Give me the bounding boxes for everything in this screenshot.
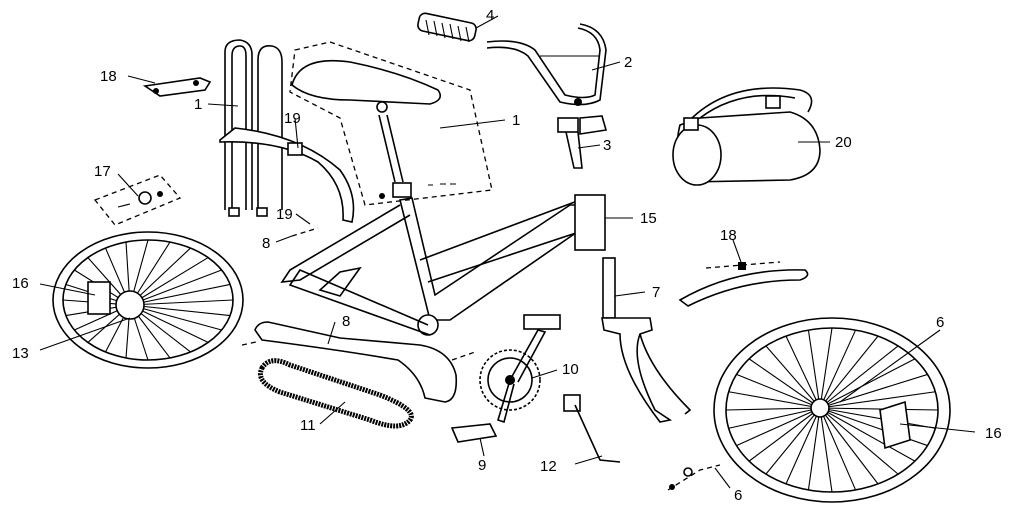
saddle-assembly xyxy=(289,41,493,206)
label-stem: 3 xyxy=(603,137,611,154)
spoke xyxy=(819,391,936,409)
leader-lines xyxy=(39,15,976,489)
washer-line xyxy=(291,227,319,237)
spoke xyxy=(819,407,857,491)
label-bolt-rear: 8 xyxy=(262,235,270,252)
bracket xyxy=(142,77,212,97)
spoke xyxy=(129,257,209,306)
spoke xyxy=(728,391,821,409)
label-chain-guard: 8 xyxy=(342,313,350,330)
spoke xyxy=(728,407,821,429)
bag xyxy=(672,87,821,186)
spoke xyxy=(819,407,928,447)
spoke xyxy=(129,269,222,306)
label-fork: 7 xyxy=(652,284,660,301)
label-crank: 10 xyxy=(562,361,579,378)
spoke xyxy=(819,407,879,485)
spoke xyxy=(819,407,899,475)
spoke xyxy=(785,407,821,485)
stem xyxy=(557,115,608,169)
rear-wheel xyxy=(52,231,244,369)
chain-guard xyxy=(241,321,476,403)
label-kickstand-guard: 1 xyxy=(194,96,202,113)
crank xyxy=(479,314,561,424)
label-front-wheel: 6 xyxy=(936,314,944,331)
spoke xyxy=(765,407,821,475)
frame xyxy=(280,194,606,336)
spoke xyxy=(819,373,928,409)
label-axle-parts: 6 xyxy=(734,487,742,504)
handlebar xyxy=(486,23,607,106)
spoke xyxy=(819,407,939,411)
spoke xyxy=(819,335,879,409)
spoke xyxy=(819,345,899,409)
label-front-fender: 18 xyxy=(720,227,737,244)
label-chain: 11 xyxy=(300,417,316,434)
front-fender xyxy=(678,261,809,307)
spoke xyxy=(748,407,821,462)
kickstand xyxy=(563,394,621,463)
chain xyxy=(258,358,414,429)
pedal xyxy=(450,423,498,443)
label-handlebar: 2 xyxy=(624,54,632,71)
spoke xyxy=(819,327,833,409)
hardware xyxy=(93,174,182,226)
label-reflector-rear: 16 xyxy=(12,275,29,292)
label-pedal: 9 xyxy=(478,457,486,474)
spoke xyxy=(129,304,231,317)
spoke xyxy=(736,373,821,409)
rear-guard xyxy=(219,39,355,223)
spoke xyxy=(129,283,231,306)
label-bag: 20 xyxy=(835,134,852,151)
label-rear-hub: 13 xyxy=(12,345,29,362)
grip xyxy=(417,12,477,43)
spoke xyxy=(765,345,821,409)
label-kickstand: 12 xyxy=(540,458,557,475)
spoke xyxy=(748,358,821,409)
label-frame-inset: 1 xyxy=(512,112,520,129)
spoke xyxy=(819,329,857,409)
spoke xyxy=(807,407,821,491)
label-reflector-front: 16 xyxy=(985,425,1002,442)
label-hardware: 17 xyxy=(94,163,111,180)
front-wheel xyxy=(713,317,951,503)
spoke xyxy=(129,299,234,306)
spoke xyxy=(785,335,821,409)
spoke xyxy=(129,304,222,331)
spoke xyxy=(819,407,936,429)
label-washer: 19 xyxy=(276,206,293,223)
spoke xyxy=(819,358,916,409)
spoke xyxy=(819,407,916,462)
axle-parts xyxy=(667,464,721,491)
spoke xyxy=(819,407,833,493)
label-clamp: 19 xyxy=(284,110,301,127)
label-frame: 15 xyxy=(640,210,657,227)
spoke xyxy=(725,407,821,411)
spoke xyxy=(736,407,821,447)
spoke xyxy=(807,329,821,409)
label-bracket: 18 xyxy=(100,68,117,85)
label-grip: 4 xyxy=(486,7,494,24)
fork xyxy=(601,257,692,423)
